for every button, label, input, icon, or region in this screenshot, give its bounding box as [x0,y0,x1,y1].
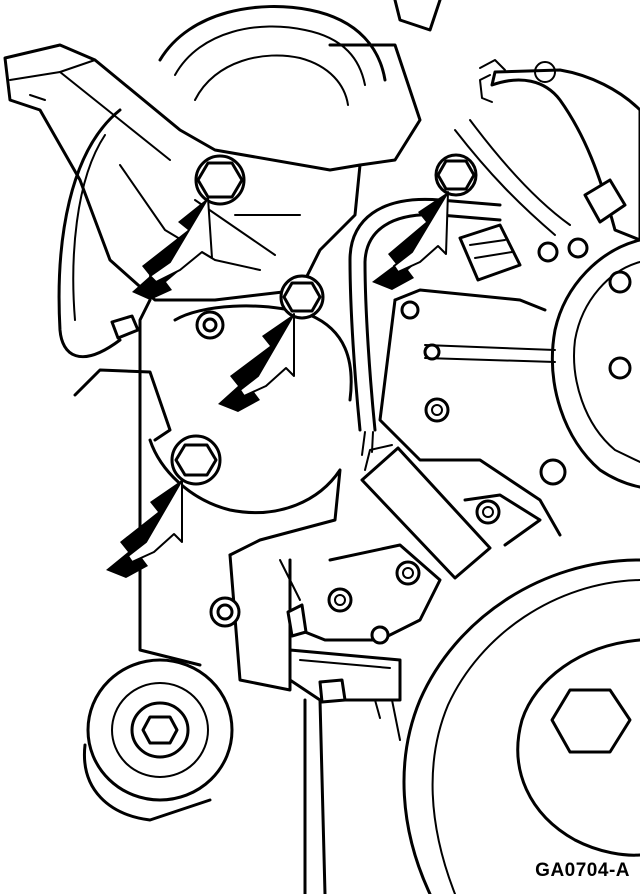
bolt-center [279,274,325,320]
arrow-to-bolt-upper-right [372,191,449,290]
arrow-to-bolt-lower-left [106,479,183,578]
cam-sensor [360,431,542,580]
figure-code-label: GA0704-A [535,860,630,881]
coolant-hose [454,59,640,242]
sensor-wire-tube [348,197,522,432]
timing-cover [73,298,353,692]
idler-pulley [82,658,234,822]
lower-bracket-bolts [286,543,442,894]
upper-right-pulley [378,237,640,537]
crankshaft-pulley [402,558,640,894]
arrow-to-bolt-upper-left [132,197,213,300]
bolt-upper-left [194,154,246,206]
belt-loop [57,108,140,359]
bolt-lower-left [170,434,222,486]
arrow-to-bolt-center [218,313,295,412]
upper-pulley-outlines [158,0,442,106]
bolt-upper-right [434,153,478,197]
